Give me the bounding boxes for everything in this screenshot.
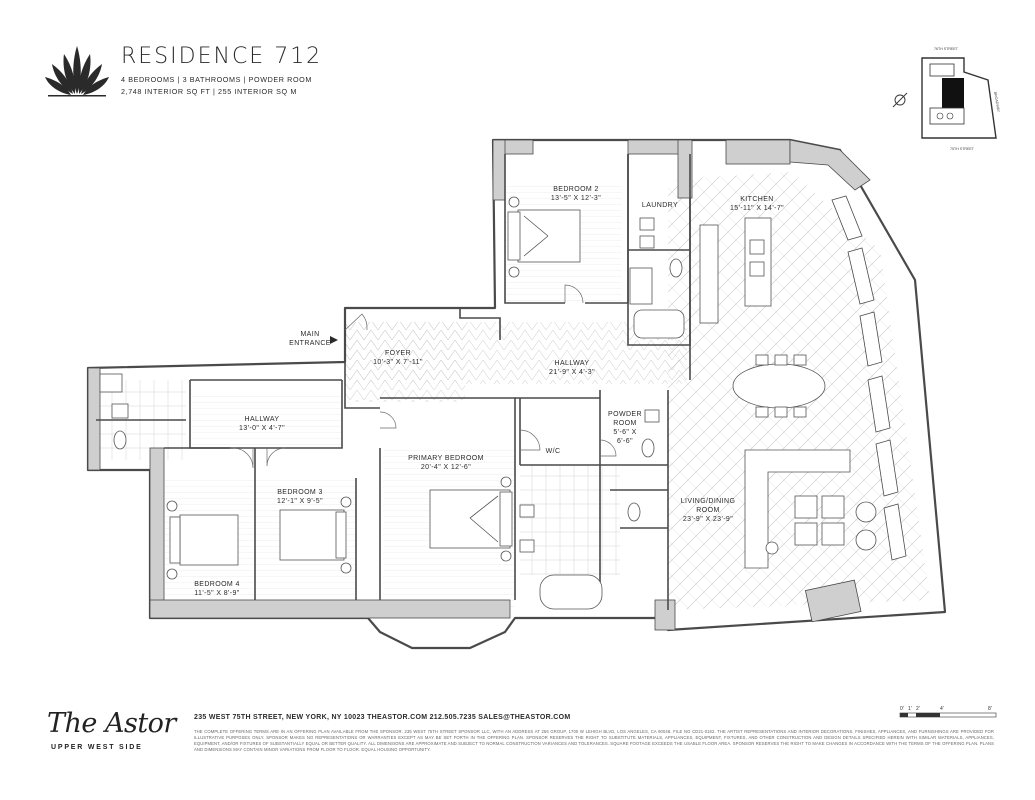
room-size-powder-1: 5'-6" X — [613, 429, 636, 436]
residence-title: RESIDENCE 712 — [121, 44, 323, 69]
room-label-primary-bedroom: PRIMARY BEDROOM — [408, 455, 484, 462]
keyplan-avenue: BROADWAY — [993, 91, 1001, 113]
room-label-bedroom4: BEDROOM 4 — [194, 581, 240, 588]
door-swings — [232, 284, 617, 469]
bed-icon — [517, 209, 581, 263]
room-label-kitchen: KITCHEN — [740, 196, 774, 203]
room-label-hallway-west: HALLWAY — [245, 416, 280, 423]
bed-icon — [429, 489, 511, 549]
legal-disclaimer: THE COMPLETE OFFERING TERMS ARE IN AN OF… — [194, 729, 994, 752]
room-size-kitchen: 15'-11" X 14'-7" — [730, 205, 784, 212]
room-size-bedroom3: 12'-1" X 9'-5" — [277, 498, 323, 505]
room-size-foyer: 10'-3" X 7'-11" — [373, 359, 423, 366]
keyplan-street-top: 76TH STREET — [934, 47, 959, 51]
room-label-hallway-main: HALLWAY — [555, 360, 590, 367]
main-entrance-label-1: MAIN — [300, 331, 319, 338]
toilet-icon — [627, 502, 641, 522]
scale-label: 1' — [908, 706, 912, 712]
room-size-hallway-west: 13'-0" X 4'-7" — [239, 425, 285, 432]
bathtub-icon — [539, 574, 603, 610]
room-size-bedroom2: 13'-5" X 12'-3" — [551, 195, 601, 202]
main-entrance-label-2: ENTRANCE — [289, 340, 331, 347]
room-size-bedroom4: 11'-5" X 8'-9" — [194, 590, 240, 597]
room-label-living-2: ROOM — [696, 507, 719, 514]
interior-walls — [96, 154, 691, 610]
sink-icon — [111, 403, 129, 419]
bed-icon — [279, 509, 345, 561]
room-labels: BEDROOM 2 13'-5" X 12'-3" LAUNDRY KITCHE… — [194, 186, 784, 597]
room-label-bedroom2: BEDROOM 2 — [553, 186, 599, 193]
window-bays — [831, 195, 907, 561]
scale-label: 2' — [916, 706, 920, 712]
residence-summary: 4 BEDROOMS | 3 BATHROOMS | POWDER ROOM — [121, 75, 312, 84]
dining-table-icon — [732, 363, 826, 409]
room-size-hallway-main: 21'-9" X 4'-3" — [549, 369, 595, 376]
furniture — [99, 196, 877, 610]
toilet-icon — [641, 438, 655, 458]
bed-icon — [179, 514, 239, 566]
room-size-powder-2: 6'-6" — [617, 438, 633, 445]
astor-logo-icon — [45, 46, 109, 97]
scale-label: 8' — [988, 706, 992, 712]
toilet-icon — [669, 258, 683, 278]
exterior-walls — [86, 138, 947, 650]
room-size-primary-bedroom: 20'-4" X 12'-6" — [421, 464, 471, 471]
sink-icon — [519, 539, 535, 553]
scale-label: 0' — [900, 706, 904, 712]
residence-area: 2,748 INTERIOR SQ FT | 255 INTERIOR SQ M — [121, 87, 297, 96]
keyplan-street-bottom: 75TH STREET — [950, 147, 975, 151]
room-label-powder-2: ROOM — [613, 420, 636, 427]
sofa-icon — [744, 449, 851, 569]
entrance-arrow-icon — [330, 336, 338, 344]
room-label-powder-1: POWDER — [608, 411, 642, 418]
sink-icon — [644, 409, 660, 423]
room-label-foyer: FOYER — [385, 350, 411, 357]
key-plan: 76TH STREET BROADWAY 75TH STREET — [892, 47, 1001, 151]
structural-columns — [87, 139, 871, 631]
brand-subtitle: UPPER WEST SIDE — [51, 744, 143, 751]
sink-icon — [519, 504, 535, 518]
compass-icon — [894, 94, 906, 106]
room-label-laundry: LAUNDRY — [642, 202, 678, 209]
scale-label: 4' — [940, 706, 944, 712]
contact-line: 235 WEST 75TH STREET, NEW YORK, NY 10023… — [194, 714, 571, 721]
room-label-bedroom3: BEDROOM 3 — [277, 489, 323, 496]
brand-wordmark: The Astor — [47, 708, 176, 739]
scale-bar: 0' 1' 2' 4' 8' — [899, 706, 997, 718]
room-size-living: 23'-9" X 23'-9" — [683, 516, 733, 523]
toilet-icon — [113, 430, 127, 450]
room-label-wic: W/C — [546, 448, 561, 455]
room-label-living-1: LIVING/DINING — [681, 498, 736, 505]
